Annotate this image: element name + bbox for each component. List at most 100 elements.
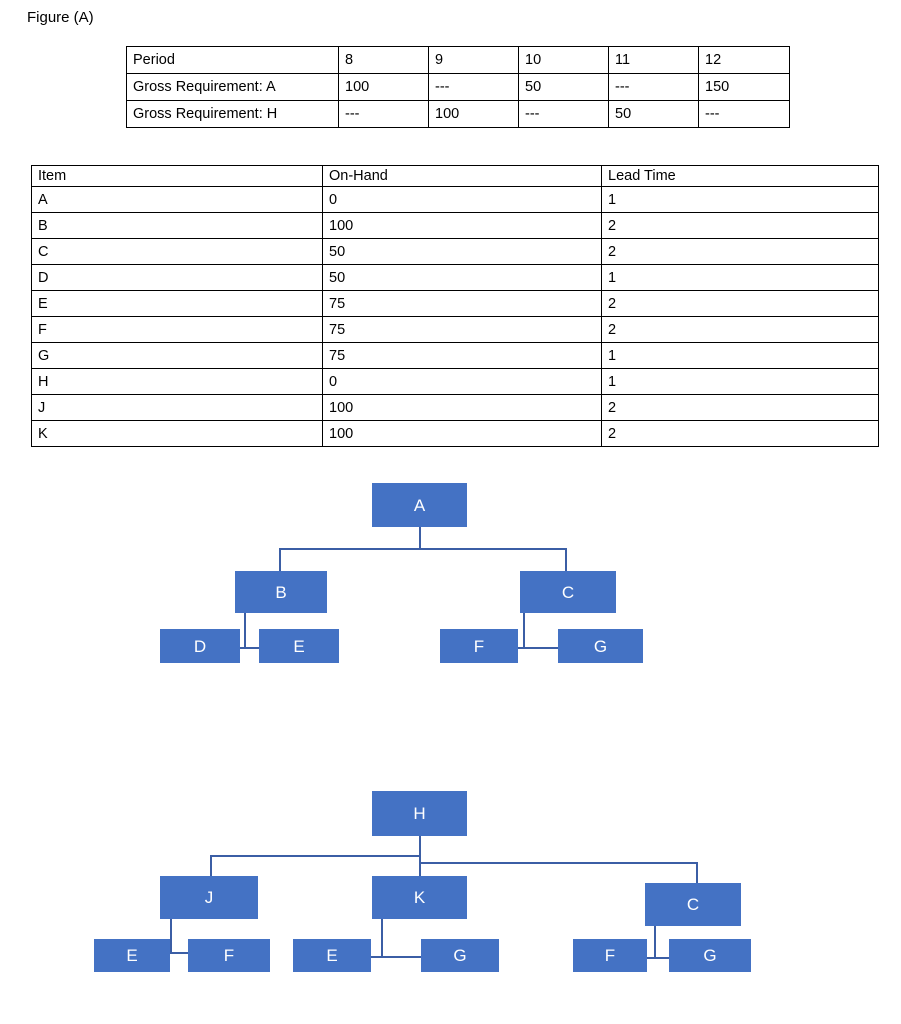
node-label: E <box>126 946 138 965</box>
node-a[interactable]: A <box>372 483 467 527</box>
connector-j-horizontal <box>164 952 188 954</box>
connector-h-to-k <box>419 855 421 887</box>
cell-item: K <box>31 420 323 447</box>
node-e[interactable]: E <box>259 629 339 663</box>
node-label: G <box>593 636 608 656</box>
connector-k-horizontal <box>362 956 424 958</box>
connector-b-horizontal <box>238 647 260 649</box>
cell-item: D <box>31 264 323 291</box>
table-row: Gross Requirement: H --- 100 --- 50 --- <box>126 100 790 128</box>
gross-requirement-table: Period 8 9 10 11 12 Gross Requirement: A… <box>126 46 790 128</box>
node-f[interactable]: F <box>440 629 518 663</box>
cell: --- <box>428 73 519 101</box>
cell-item: E <box>31 290 323 317</box>
cell-on-hand: 75 <box>322 342 602 369</box>
node-g-under-k[interactable]: G <box>421 939 499 972</box>
node-c[interactable]: C <box>520 571 616 613</box>
cell: 9 <box>428 46 519 74</box>
connector-c-down <box>523 613 525 648</box>
node-label: F <box>604 946 616 965</box>
node-label: C <box>686 895 700 914</box>
connector-c-horizontal <box>515 647 561 649</box>
cell-lead-time: 1 <box>601 186 879 213</box>
connector-k-down <box>381 919 383 957</box>
cell-lead-time: 1 <box>601 264 879 291</box>
cell: 8 <box>338 46 429 74</box>
cell: 12 <box>698 46 790 74</box>
cell: 11 <box>608 46 699 74</box>
connector-h-horizontal-left <box>210 855 421 857</box>
cell-on-hand: 75 <box>322 316 602 343</box>
connector-h-down <box>419 836 421 868</box>
node-label: G <box>703 946 717 965</box>
cell: 150 <box>698 73 790 101</box>
node-f-under-c[interactable]: F <box>573 939 647 972</box>
node-h[interactable]: H <box>372 791 467 836</box>
cell-item: B <box>31 212 323 239</box>
cell-on-hand: 50 <box>322 238 602 265</box>
bom-tree-diagram-a: A B C D E F G <box>0 470 901 680</box>
node-e-under-k[interactable]: E <box>293 939 371 972</box>
node-f-under-j[interactable]: F <box>188 939 270 972</box>
node-k-box[interactable]: K <box>372 876 467 919</box>
node-b[interactable]: B <box>235 571 327 613</box>
table-row: Period 8 9 10 11 12 <box>126 46 790 74</box>
node-d[interactable]: D <box>160 629 240 663</box>
connector-b-down <box>244 613 246 648</box>
cell-lead-time: 2 <box>601 420 879 447</box>
cell-on-hand: 0 <box>322 186 602 213</box>
figure-caption: Figure (A) <box>27 9 94 26</box>
cell: 100 <box>428 100 519 128</box>
cell: --- <box>338 100 429 128</box>
node-c-box[interactable]: C <box>645 883 741 926</box>
node-label: C <box>561 582 575 602</box>
cell-item: H <box>31 368 323 395</box>
cell-on-hand: 100 <box>322 420 602 447</box>
node-label: E <box>326 946 338 965</box>
cell-item: G <box>31 342 323 369</box>
node-label: B <box>275 582 287 602</box>
node-label: D <box>193 636 207 656</box>
node-g-under-c[interactable]: G <box>669 939 751 972</box>
cell-lead-time: 2 <box>601 238 879 265</box>
column-header-item: Item <box>31 165 323 187</box>
cell: 50 <box>608 100 699 128</box>
node-e-under-j[interactable]: E <box>94 939 170 972</box>
node-j-box[interactable]: J <box>160 876 258 919</box>
row-label: Gross Requirement: H <box>126 100 339 128</box>
node-g[interactable]: G <box>558 629 643 663</box>
node-label: E <box>293 636 305 656</box>
connector-h-to-c <box>696 862 698 894</box>
cell: 10 <box>518 46 609 74</box>
cell-lead-time: 2 <box>601 394 879 421</box>
row-label: Gross Requirement: A <box>126 73 339 101</box>
cell: 100 <box>338 73 429 101</box>
cell-item: F <box>31 316 323 343</box>
table-row: Gross Requirement: A 100 --- 50 --- 150 <box>126 73 790 101</box>
node-label: F <box>473 636 485 656</box>
node-label: J <box>204 888 214 907</box>
cell-on-hand: 75 <box>322 290 602 317</box>
connector-j-down <box>170 919 172 953</box>
connector-c2-horizontal <box>646 957 678 959</box>
connector-h-horizontal-right <box>419 862 698 864</box>
connector-h-to-j <box>210 855 212 887</box>
cell-lead-time: 1 <box>601 368 879 395</box>
connector-a-to-b <box>279 548 281 572</box>
node-label: G <box>453 946 467 965</box>
cell: --- <box>608 73 699 101</box>
connector-a-to-c <box>565 548 567 572</box>
table-header-row: Item On-Hand Lead Time <box>31 165 879 187</box>
cell: --- <box>518 100 609 128</box>
cell-on-hand: 100 <box>322 394 602 421</box>
node-label: K <box>413 888 426 907</box>
connector-a-down <box>419 527 421 549</box>
